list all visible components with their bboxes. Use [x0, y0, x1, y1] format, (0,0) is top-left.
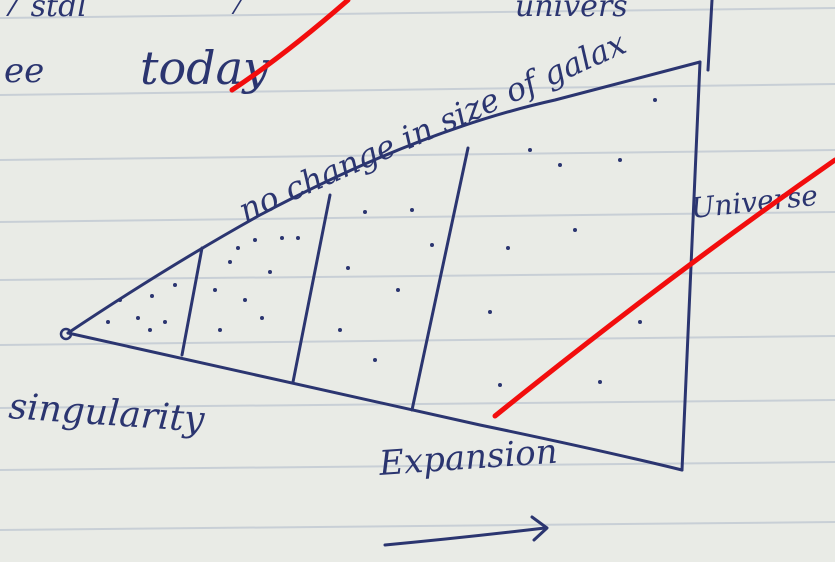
galaxy-dot — [396, 288, 400, 292]
galaxy-dot — [136, 316, 140, 320]
galaxy-dot — [213, 288, 217, 292]
galaxy-dot — [653, 98, 657, 102]
galaxy-dot — [598, 380, 602, 384]
today-word: today — [140, 41, 270, 95]
galaxy-dot — [280, 236, 284, 240]
arrow-head — [530, 515, 549, 542]
galaxy-dot — [528, 148, 532, 152]
galaxy-dot — [260, 316, 264, 320]
ruled-line — [0, 335, 835, 346]
wedge-top-stub — [706, 0, 714, 72]
wedge-lower-edge — [66, 331, 684, 472]
wedge-upper-edge — [66, 60, 702, 335]
ruled-line — [0, 461, 835, 471]
galaxy-dots — [106, 98, 657, 387]
line2-prefix: ee — [4, 51, 44, 91]
ruled-line — [0, 83, 835, 96]
galaxy-dot — [218, 328, 222, 332]
ruled-line — [0, 521, 835, 531]
ruled-line — [0, 399, 835, 409]
singularity-point — [59, 327, 73, 341]
ruled-line — [0, 271, 835, 281]
top-fragment-right: univers — [515, 0, 628, 24]
galaxy-dot — [228, 260, 232, 264]
red-strike-top — [229, 0, 351, 93]
galaxy-dot — [150, 294, 154, 298]
galaxy-dot — [236, 246, 240, 250]
time-slice-line — [410, 146, 470, 412]
galaxy-dot — [268, 270, 272, 274]
galaxy-dot — [430, 243, 434, 247]
top-fragment-mid: 7 — [228, 0, 245, 21]
expansion-arrow — [383, 515, 549, 547]
galaxy-dot — [373, 358, 377, 362]
galaxy-dot — [363, 210, 367, 214]
galaxy-dot — [243, 298, 247, 302]
no-change-label: no change in size of galax — [233, 24, 632, 229]
top-fragment-left: 7 stdl — [2, 0, 87, 24]
ruled-lines — [0, 7, 835, 531]
expansion-label: Expansion — [377, 432, 559, 484]
galaxy-dot — [296, 236, 300, 240]
ruled-line — [0, 211, 835, 223]
singularity-label: singularity — [7, 386, 206, 441]
galaxy-dot — [106, 320, 110, 324]
galaxy-dot — [488, 310, 492, 314]
time-slice-line — [291, 193, 332, 384]
universe-wedge — [59, 0, 714, 472]
galaxy-dot — [506, 246, 510, 250]
galaxy-dot — [173, 283, 177, 287]
galaxy-dot — [498, 383, 502, 387]
galaxy-dot — [148, 328, 152, 332]
arrow-shaft — [383, 526, 547, 547]
ruled-line — [0, 7, 835, 19]
galaxy-dot — [346, 266, 350, 270]
time-slice-line — [180, 246, 204, 357]
galaxy-dot — [558, 163, 562, 167]
galaxy-dot — [163, 320, 167, 324]
galaxy-dot — [573, 228, 577, 232]
galaxy-dot — [638, 320, 642, 324]
galaxy-dot — [338, 328, 342, 332]
red-strike-right — [492, 157, 835, 419]
galaxy-dot — [118, 298, 122, 302]
galaxy-dot — [410, 208, 414, 212]
galaxy-dot — [253, 238, 257, 242]
galaxy-dot — [618, 158, 622, 162]
